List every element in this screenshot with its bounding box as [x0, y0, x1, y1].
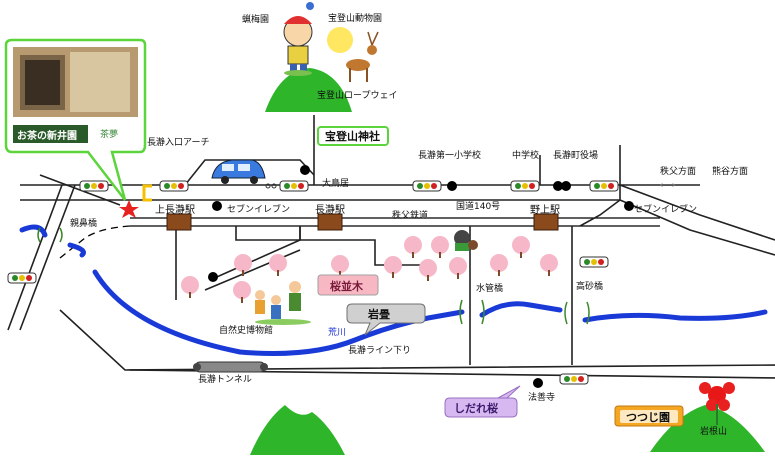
label-dir-chichibu: 秩父方面 — [660, 165, 696, 177]
label-chichibu-railway: 秩父鉄道 — [392, 209, 428, 221]
label-route140: 国道140号 — [456, 200, 500, 212]
label-zoo: 宝登山動物園 — [328, 12, 382, 24]
cherry-tree-icon — [384, 256, 402, 278]
label-arakawa: 荒川 — [328, 327, 346, 338]
traffic-light-icon — [159, 180, 189, 192]
cherry-tree-icon — [233, 281, 251, 303]
traffic-light-icon — [579, 256, 609, 268]
label-museum: 自然史博物館 — [219, 324, 273, 336]
label-takasago-bridge: 高砂橋 — [576, 280, 603, 292]
traffic-light-icon — [412, 180, 442, 192]
road-network — [7, 115, 775, 379]
hiker-group-icon — [255, 281, 311, 325]
hiker-mascot-icon — [283, 2, 314, 76]
station-nagatoro — [317, 213, 343, 231]
label-kaminagatoro-sta: 上長瀞駅 — [155, 203, 195, 216]
direction-arrows-icon: ⇐⇒ — [660, 181, 676, 191]
label-town-office: 長瀞町役場 — [553, 149, 598, 161]
poi-dots — [208, 165, 634, 388]
label-iwaneyama: 岩根山 — [700, 425, 727, 437]
bridge-marks — [37, 227, 590, 325]
tsutsuji-label: つつじ園 — [626, 411, 670, 424]
arakawa-river — [19, 224, 768, 356]
label-ootorii: 大鳥居 — [322, 177, 349, 189]
label-dir-kumagaya: 熊谷方面 — [712, 165, 748, 177]
cherry-tree-icon — [419, 259, 437, 281]
shop-sign-small-text: 茶夢 — [100, 128, 118, 140]
label-oyahana-bridge: 親鼻橋 — [70, 217, 97, 229]
boat-icon — [454, 230, 478, 251]
label-hozenji: 法善寺 — [528, 391, 555, 403]
car-icon — [211, 159, 277, 189]
label-nagatoro-sta: 長瀞駅 — [315, 203, 345, 216]
label-ropeway: 宝登山ロープウェイ — [317, 89, 397, 101]
cherry-tree-icon — [331, 255, 349, 277]
traffic-light-icon — [589, 180, 619, 192]
shidarezakura-label: しだれ桜 — [454, 401, 498, 415]
label-line-kudari: 長瀞ライン下り — [348, 344, 411, 356]
traffic-light-icon — [559, 373, 589, 385]
station-nogami — [533, 213, 559, 231]
label-seven-eleven-2: セブンイレブン — [634, 203, 697, 215]
cherry-tree-icon — [181, 276, 199, 298]
cherry-tree-icon — [269, 254, 287, 276]
sakura-namiki-label: 桜並木 — [330, 279, 364, 293]
cherry-tree-icon — [490, 254, 508, 276]
mountain-hodosan — [265, 68, 352, 112]
label-tunnel: 長瀞トンネル — [198, 373, 252, 385]
shop-photo-callout — [4, 38, 147, 201]
azalea-flower-icon — [699, 382, 735, 425]
label-nogami-sta: 野上駅 — [530, 204, 560, 216]
label-arch: 長瀞入口アーチ — [147, 136, 209, 148]
iwadatami-box[interactable]: 岩畳 — [346, 303, 426, 336]
shop-sign-text: お茶の新井園 — [17, 129, 77, 142]
tunnel — [193, 361, 268, 373]
cherry-tree-icon — [512, 236, 530, 258]
iwadatami-label: 岩畳 — [367, 307, 390, 321]
mountain-iwaneyama — [650, 405, 765, 452]
cherry-tree-icon — [234, 254, 252, 276]
cherry-tree-icon — [431, 236, 449, 258]
shrine-label-box[interactable]: 宝登山神社 — [317, 126, 389, 146]
sakura-namiki-box[interactable]: 桜並木 — [317, 274, 379, 296]
label-seven-eleven-1: セブンイレブン — [227, 203, 290, 215]
star-marker-icon — [119, 200, 139, 218]
traffic-light-icon — [79, 180, 109, 192]
deer-icon — [327, 27, 379, 82]
cherry-tree-icon — [540, 254, 558, 276]
railway-line — [59, 217, 660, 259]
label-rouba: 蝋梅園 — [242, 13, 269, 25]
cherry-tree-icon — [404, 236, 422, 258]
traffic-light-icon — [7, 272, 37, 284]
shidarezakura-box[interactable]: しだれ桜 — [444, 385, 521, 418]
traffic-light-icon — [279, 180, 309, 192]
traffic-light-icon — [510, 180, 540, 192]
cherry-tree-icon — [449, 257, 467, 279]
label-suikan-bridge: 水管橋 — [476, 282, 503, 294]
mountain-south — [250, 405, 345, 455]
shrine-label: 宝登山神社 — [325, 129, 380, 143]
arch-marker — [142, 184, 152, 202]
label-elementary: 長瀞第一小学校 — [418, 149, 481, 161]
tsutsuji-box[interactable]: つつじ園 — [614, 405, 684, 427]
station-kaminagatoro — [166, 213, 192, 231]
label-junior-high: 中学校 — [512, 149, 539, 161]
